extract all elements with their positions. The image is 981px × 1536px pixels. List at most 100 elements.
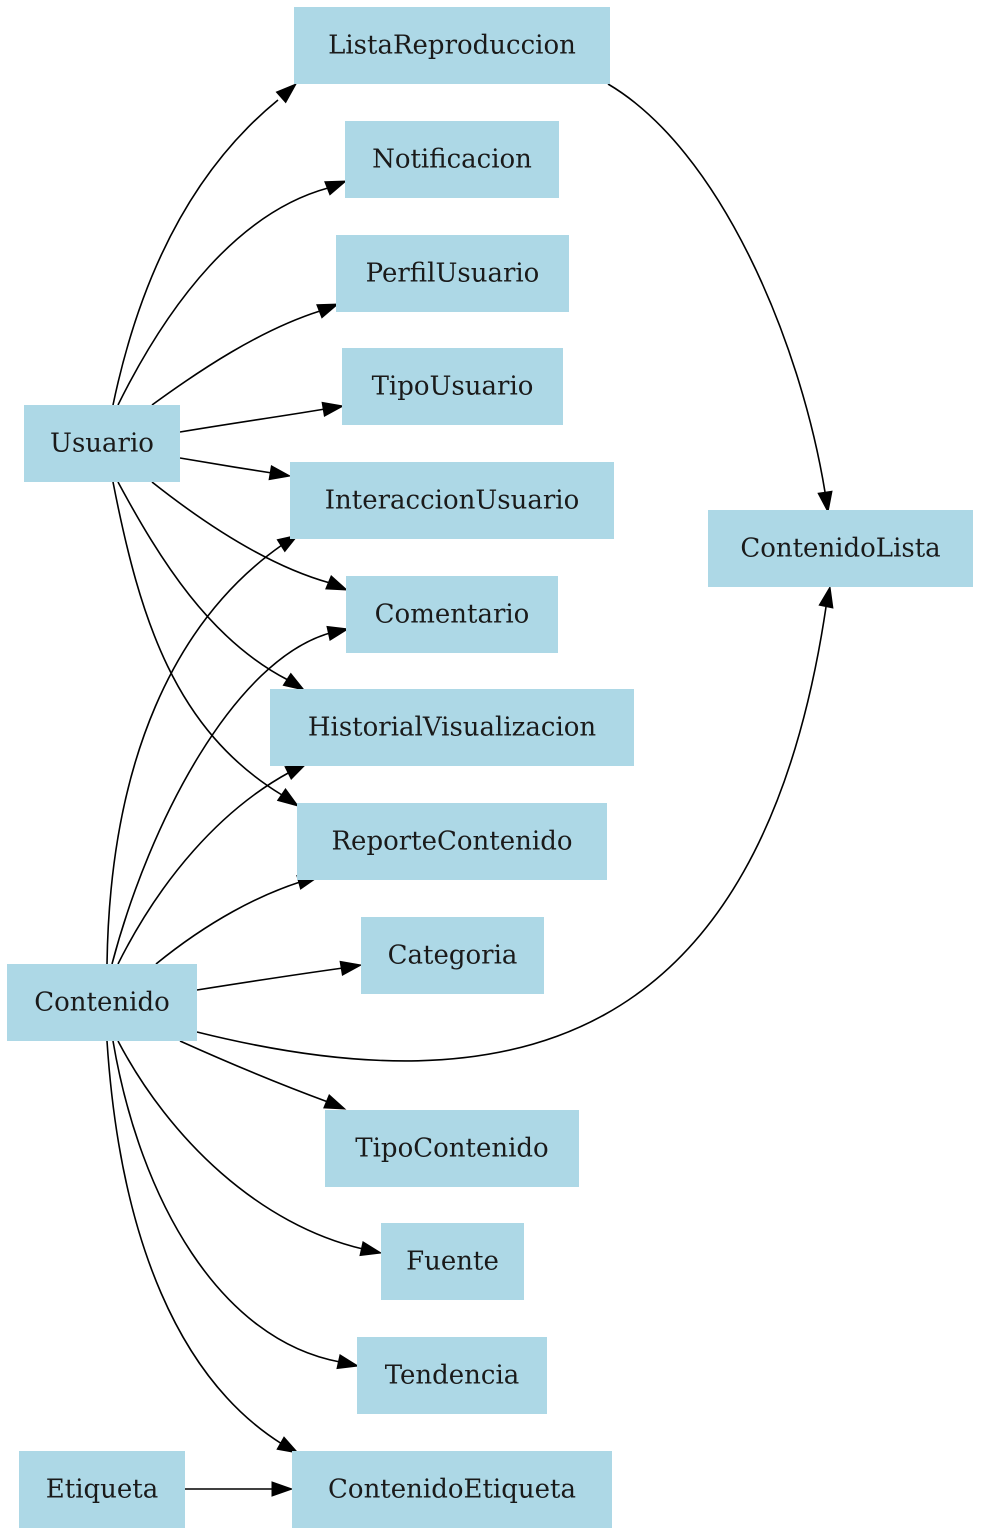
edge-usuario-to-tipousuario	[179, 401, 345, 433]
node-label: Categoria	[388, 941, 518, 971]
edge-usuario-to-notificacion	[117, 180, 348, 406]
arrowhead-icon	[818, 585, 834, 609]
node-contenidolista[interactable]: ContenidoLista	[708, 510, 973, 587]
node-label: Fuente	[406, 1247, 499, 1277]
node-box	[297, 803, 607, 880]
node-label: HistorialVisualizacion	[308, 713, 597, 743]
node-box	[294, 7, 610, 84]
edge-listareproduccion-to-contenidolista	[607, 83, 833, 514]
edge-usuario-to-reportecontenido	[112, 481, 300, 807]
edge-line	[155, 881, 301, 965]
arrowhead-icon	[326, 625, 350, 641]
edge-line	[117, 1040, 364, 1250]
edge-contenido-to-reportecontenido	[155, 875, 320, 965]
arrowhead-icon	[339, 960, 363, 976]
node-box	[290, 462, 614, 539]
arrowhead-icon	[284, 763, 308, 781]
node-label: ReporteContenido	[331, 827, 572, 857]
edge-line	[112, 1040, 341, 1363]
node-box	[708, 510, 973, 587]
edge-contenido-to-contenidoetiqueta	[106, 1040, 300, 1454]
node-label: InteraccionUsuario	[325, 486, 580, 516]
edge-usuario-to-perfilusuario	[151, 303, 340, 406]
arrowhead-icon	[325, 575, 349, 591]
node-label: ContenidoLista	[740, 534, 940, 564]
edge-contenido-to-tendencia	[112, 1040, 360, 1370]
edge-contenido-to-interaccionusuario	[106, 534, 300, 965]
node-box	[24, 405, 180, 482]
edge-usuario-to-interaccionusuario	[179, 457, 292, 481]
edge-line	[106, 1040, 283, 1445]
node-label: PerfilUsuario	[366, 259, 540, 289]
node-label: ContenidoEtiqueta	[328, 1475, 576, 1505]
edge-line	[111, 632, 331, 965]
node-box	[357, 1337, 547, 1414]
arrowhead-icon	[271, 1481, 294, 1497]
edge-line	[607, 83, 826, 493]
node-tendencia[interactable]: Tendencia	[357, 1337, 547, 1414]
edge-contenido-to-historialvisualizacion	[117, 763, 308, 965]
node-notificacion[interactable]: Notificacion	[345, 121, 559, 198]
arrowhead-icon	[275, 82, 298, 104]
node-label: ListaReproduccion	[328, 31, 576, 61]
edge-line	[196, 606, 827, 1062]
node-comentario[interactable]: Comentario	[346, 576, 558, 653]
node-contenidoetiqueta[interactable]: ContenidoEtiqueta	[292, 1451, 612, 1528]
node-label: Comentario	[375, 600, 530, 630]
edge-usuario-to-listareproduccion	[112, 82, 298, 406]
arrowhead-icon	[276, 1436, 300, 1454]
node-perfilusuario[interactable]: PerfilUsuario	[336, 235, 569, 312]
node-tipocontenido[interactable]: TipoContenido	[325, 1110, 579, 1187]
node-box	[19, 1451, 185, 1528]
edge-etiqueta-to-contenidoetiqueta	[185, 1481, 294, 1497]
edge-line	[196, 967, 344, 991]
node-tipousuario[interactable]: TipoUsuario	[342, 348, 563, 425]
node-box	[342, 348, 563, 425]
node-listareproduccion[interactable]: ListaReproduccion	[294, 7, 610, 84]
node-box	[345, 121, 559, 198]
node-fuente[interactable]: Fuente	[381, 1223, 524, 1300]
node-box	[361, 917, 544, 994]
node-etiqueta[interactable]: Etiqueta	[19, 1451, 185, 1528]
edge-line	[117, 771, 291, 965]
node-box	[381, 1223, 524, 1300]
edge-line	[117, 481, 289, 681]
arrowhead-icon	[323, 1094, 347, 1110]
node-box	[325, 1110, 579, 1187]
node-label: Etiqueta	[46, 1475, 158, 1505]
arrowhead-icon	[282, 672, 306, 691]
edge-line	[117, 187, 329, 406]
node-contenido[interactable]: Contenido	[7, 964, 197, 1041]
edge-line	[112, 481, 283, 796]
node-box	[270, 689, 634, 766]
node-label: Tendencia	[385, 1361, 520, 1391]
edge-line	[151, 481, 331, 584]
node-interaccionusuario[interactable]: InteraccionUsuario	[290, 462, 614, 539]
node-label: Usuario	[50, 429, 154, 459]
arrowhead-icon	[276, 788, 300, 807]
node-label: Contenido	[34, 988, 169, 1018]
edge-contenido-to-comentario	[111, 625, 350, 965]
edge-usuario-to-comentario	[151, 481, 349, 591]
edge-contenido-to-fuente	[117, 1040, 383, 1257]
edge-line	[179, 1040, 329, 1103]
arrowhead-icon	[324, 180, 348, 196]
arrowhead-icon	[321, 401, 345, 417]
edge-line	[179, 457, 273, 474]
node-historialvisualizacion[interactable]: HistorialVisualizacion	[270, 689, 634, 766]
arrowhead-icon	[276, 534, 300, 553]
node-label: TipoUsuario	[372, 372, 534, 402]
edge-line	[179, 408, 326, 433]
edge-line	[106, 544, 283, 965]
node-box	[346, 576, 558, 653]
arrowhead-icon	[268, 465, 292, 481]
node-reportecontenido[interactable]: ReporteContenido	[297, 803, 607, 880]
node-categoria[interactable]: Categoria	[361, 917, 544, 994]
node-usuario[interactable]: Usuario	[24, 405, 180, 482]
edge-contenido-to-contenidolista	[196, 585, 834, 1062]
arrowhead-icon	[316, 303, 340, 319]
edge-contenido-to-tipocontenido	[179, 1040, 347, 1110]
nodes: ListaReproduccionNotificacionPerfilUsuar…	[7, 7, 973, 1528]
node-box	[7, 964, 197, 1041]
arrowhead-icon	[817, 490, 833, 514]
